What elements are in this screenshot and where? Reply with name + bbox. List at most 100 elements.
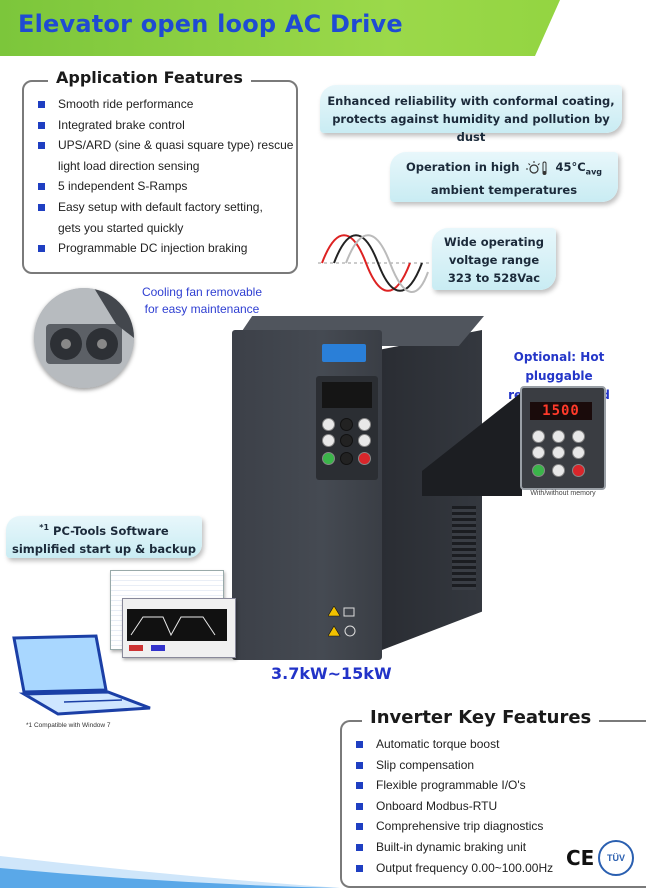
feature-item: Automatic torque boost bbox=[350, 734, 570, 755]
drive-display bbox=[322, 382, 372, 408]
power-range: 3.7kW~15kW bbox=[271, 664, 392, 683]
feature-item: Smooth ride performance bbox=[32, 94, 294, 115]
temperature-line-1: Operation in high bbox=[405, 160, 520, 174]
keypad-key[interactable] bbox=[552, 464, 565, 477]
feature-item-label: Slip compensation bbox=[376, 757, 475, 772]
pc-tools-line-2: simplified start up & backup bbox=[11, 541, 197, 556]
drive-key[interactable] bbox=[340, 418, 353, 431]
keypad-key[interactable] bbox=[552, 446, 565, 459]
temperature-subscript: avg bbox=[585, 167, 603, 177]
feature-item-label: Flexible programmable I/O's bbox=[376, 778, 526, 793]
pc-tools-callout: *1 PC-Tools Software simplified start up… bbox=[6, 516, 202, 558]
compatibility-footnote: *1 Compatible with Window 7 bbox=[26, 722, 111, 729]
cooling-fan-image bbox=[34, 288, 134, 388]
feature-item: Output frequency 0.00~100.00Hz bbox=[350, 858, 570, 879]
voltage-range-callout: Wide operating voltage range 323 to 528V… bbox=[432, 228, 556, 290]
feature-item: Programmable DC injection braking bbox=[32, 238, 294, 259]
keypad-stop-key[interactable] bbox=[572, 464, 585, 477]
feature-item-label: Easy setup with default factory setting, bbox=[58, 199, 263, 214]
feature-item-label: gets you started quickly bbox=[58, 220, 184, 235]
inverter-features-box bbox=[340, 720, 646, 888]
sun-thermometer-icon bbox=[525, 160, 549, 176]
bullet-icon bbox=[356, 823, 363, 831]
feature-item-label: Built-in dynamic braking unit bbox=[376, 839, 527, 854]
keypad-key[interactable] bbox=[532, 446, 545, 459]
drive-heatsink-vent bbox=[452, 506, 476, 590]
drive-key[interactable] bbox=[358, 418, 371, 431]
drive-key[interactable] bbox=[322, 434, 335, 447]
drive-stop-key[interactable] bbox=[358, 452, 371, 465]
voltage-line-3: 323 to 528Vac bbox=[447, 271, 541, 285]
conformal-line-1: Enhanced reliability with conformal coat… bbox=[327, 94, 615, 108]
drive-brand-label bbox=[322, 344, 366, 362]
feature-item: 5 independent S-Ramps bbox=[32, 176, 294, 197]
feature-item: Onboard Modbus-RTU bbox=[350, 796, 570, 817]
cooling-fan-line-1: Cooling fan removable bbox=[141, 285, 263, 299]
software-screenshot-front bbox=[122, 598, 236, 658]
feature-item: Slip compensation bbox=[350, 755, 570, 776]
drive-key[interactable] bbox=[340, 434, 353, 447]
bullet-icon bbox=[38, 183, 45, 191]
three-phase-wave-icon bbox=[318, 232, 430, 299]
temperature-line-2: ambient temperatures bbox=[430, 183, 578, 198]
bullet-icon bbox=[38, 203, 45, 211]
bullet-icon bbox=[356, 802, 363, 810]
ce-mark: CE bbox=[566, 846, 595, 870]
keypad-key[interactable] bbox=[532, 430, 545, 443]
bullet-icon bbox=[356, 843, 363, 851]
drive-run-key[interactable] bbox=[322, 452, 335, 465]
keypad-key[interactable] bbox=[572, 430, 585, 443]
keypad-run-key[interactable] bbox=[532, 464, 545, 477]
feature-item: Easy setup with default factory setting, bbox=[32, 197, 294, 218]
feature-item: light load direction sensing bbox=[32, 156, 294, 177]
page-title: Elevator open loop AC Drive bbox=[18, 10, 403, 38]
feature-item-label: Smooth ride performance bbox=[58, 97, 194, 111]
bullet-icon bbox=[38, 142, 45, 150]
bullet-icon bbox=[38, 101, 45, 108]
feature-item: gets you started quickly bbox=[32, 218, 294, 239]
application-features-box bbox=[22, 80, 298, 274]
feature-item-label: Programmable DC injection braking bbox=[58, 241, 248, 256]
bullet-icon bbox=[38, 121, 45, 129]
drive-warning-label bbox=[327, 605, 360, 642]
feature-item-label: 5 independent S-Ramps bbox=[58, 179, 188, 194]
bullet-icon bbox=[356, 782, 363, 790]
conformal-coating-callout: Enhanced reliability with conformal coat… bbox=[320, 85, 622, 144]
laptop-icon bbox=[4, 630, 154, 727]
inverter-features-title: Inverter Key Features bbox=[362, 707, 600, 728]
feature-item: UPS/ARD (sine & quasi square type) rescu… bbox=[32, 135, 294, 156]
bullet-icon bbox=[356, 761, 363, 769]
voltage-line-2: voltage range bbox=[448, 253, 540, 267]
feature-item: Integrated brake control bbox=[32, 115, 294, 136]
keypad-memory-caption: With/without memory bbox=[530, 490, 596, 497]
feature-item: Flexible programmable I/O's bbox=[350, 775, 570, 796]
feature-item-label: UPS/ARD (sine & quasi square type) rescu… bbox=[58, 138, 294, 153]
pc-tools-line-1: PC-Tools Software bbox=[49, 523, 169, 538]
application-features-title: Application Features bbox=[48, 68, 251, 87]
keypad-display: 1500 bbox=[530, 402, 592, 420]
tuv-logo: TÜV bbox=[598, 840, 634, 876]
conformal-line-2: protects against humidity and pollution … bbox=[332, 112, 610, 144]
drive-key[interactable] bbox=[358, 434, 371, 447]
feature-item-label: Onboard Modbus-RTU bbox=[376, 798, 498, 813]
remote-keypad-line-1: Optional: Hot pluggable bbox=[513, 350, 605, 383]
feature-item-label: light load direction sensing bbox=[58, 158, 200, 173]
voltage-line-1: Wide operating bbox=[444, 235, 544, 249]
drive-key[interactable] bbox=[322, 418, 335, 431]
feature-item-label: Integrated brake control bbox=[58, 117, 185, 132]
bottom-wave-decoration bbox=[0, 846, 340, 893]
keypad-key[interactable] bbox=[572, 446, 585, 459]
feature-item: Comprehensive trip diagnostics bbox=[350, 816, 570, 837]
keypad-key[interactable] bbox=[552, 430, 565, 443]
feature-item-label: Comprehensive trip diagnostics bbox=[376, 819, 544, 834]
remote-keypad-image: 1500 bbox=[520, 386, 606, 490]
drive-key[interactable] bbox=[340, 452, 353, 465]
cooling-fan-line-2: for easy maintenance bbox=[144, 302, 260, 316]
pc-tools-footnote-mark: *1 bbox=[39, 523, 50, 532]
feature-item: Built-in dynamic braking unit bbox=[350, 837, 570, 858]
bullet-icon bbox=[356, 741, 363, 748]
bullet-icon bbox=[356, 864, 363, 872]
temperature-callout: Operation in high 45°Cavg ambient temper… bbox=[390, 152, 618, 202]
